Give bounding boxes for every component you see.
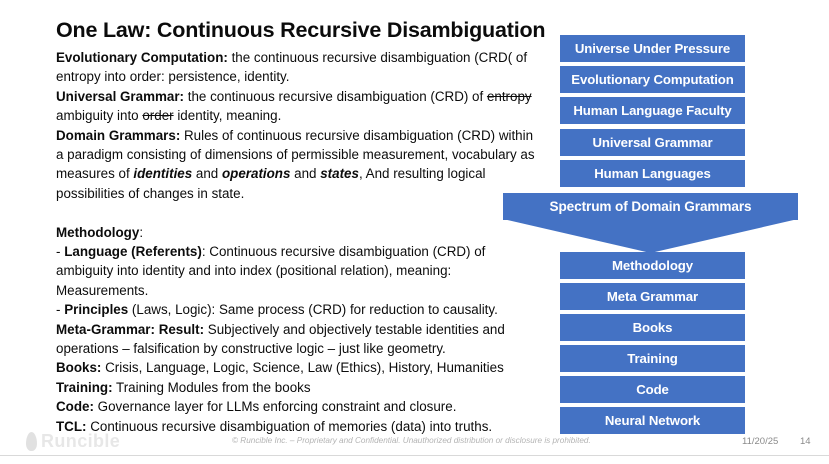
lead-label: Universal Grammar: (56, 88, 185, 104)
flow-box-training[interactable]: Training (560, 345, 745, 372)
struck-word-entropy: entropy (486, 88, 532, 104)
runcible-droplet-icon (26, 431, 37, 451)
paragraph-text: ambiguity into (56, 108, 143, 124)
paragraph-text: Crisis, Language, Logic, Science, Law (E… (101, 360, 504, 376)
lead-label: Meta-Grammar: Result: (56, 321, 205, 337)
footer-page-number: 14 (800, 436, 811, 447)
flow-box-meta-grammar[interactable]: Meta Grammar (560, 283, 745, 310)
paragraph-tcl: TCL: Continuous recursive disambiguation… (56, 417, 538, 436)
lead-label: Principles (64, 302, 129, 318)
runcible-logo: Runcible (26, 430, 120, 452)
paragraph-spacer (56, 203, 538, 222)
logo-wordmark: Runcible (41, 430, 121, 451)
paragraph-text: Training Modules from the books (112, 379, 311, 395)
emphasis-identities: identities (133, 166, 193, 182)
paragraph-text: : Continuous recursive disambiguation (C… (56, 244, 486, 298)
paragraph-text: (Laws, Logic): Same process (CRD) for re… (128, 302, 498, 318)
paragraph-text: Governance layer for LLMs enforcing cons… (93, 399, 457, 415)
flow-box-human-language-faculty[interactable]: Human Language Faculty (560, 97, 745, 124)
lead-label: Books: (56, 360, 102, 376)
page-title: One Law: Continuous Recursive Disambigua… (56, 18, 546, 42)
struck-word-order: order (142, 108, 174, 124)
paragraph-language-referents: - Language (Referents): Continuous recur… (56, 242, 538, 300)
lead-label: Methodology (56, 224, 140, 240)
footer-date: 11/20/25 (742, 436, 779, 447)
lead-label: Training: (56, 379, 113, 395)
paragraph-principles: - Principles (Laws, Logic): Same process… (56, 300, 538, 319)
paragraph-text: identity, meaning. (173, 108, 282, 124)
paragraph-text: Subjectively and objectively testable id… (56, 321, 505, 357)
copyright-notice: © Runcible Inc. – Proprietary and Confid… (232, 436, 591, 445)
paragraph-text: , And resulting logical possibilities of… (56, 166, 486, 201)
lead-label: Code: (56, 399, 94, 415)
paragraph-text: the continuous recursive disambiguation … (184, 88, 487, 104)
paragraph-text: : (139, 224, 144, 240)
paragraph-training: Training: Training Modules from the book… (56, 378, 538, 397)
paragraph-books: Books: Crisis, Language, Logic, Science,… (56, 358, 538, 377)
emphasis-operations: operations (221, 166, 291, 182)
paragraph-text: and (192, 166, 222, 182)
flow-box-evolutionary-computation[interactable]: Evolutionary Computation (560, 66, 745, 93)
flow-box-human-languages[interactable]: Human Languages (560, 160, 745, 187)
emphasis-states: states (320, 166, 359, 182)
paragraph-evolutionary-computation: Evolutionary Computation: the continuous… (56, 48, 538, 87)
paragraph-text: the continuous recursive disambiguation … (56, 50, 528, 85)
paragraph-text: and (290, 166, 321, 182)
flow-box-universe-under-pressure[interactable]: Universe Under Pressure (560, 35, 745, 62)
flow-box-code[interactable]: Code (560, 376, 745, 403)
flow-box-neural-network[interactable]: Neural Network (560, 407, 745, 434)
body-text-block: Evolutionary Computation: the continuous… (56, 48, 538, 436)
flow-box-spectrum-of-domain-grammars[interactable]: Spectrum of Domain Grammars (503, 193, 798, 220)
down-arrow-icon (503, 219, 798, 253)
lead-label: TCL: (56, 418, 87, 434)
paragraph-universal-grammar: Universal Grammar: the continuous recurs… (56, 87, 538, 126)
bullet-dash: - (56, 244, 65, 260)
flow-box-universal-grammar[interactable]: Universal Grammar (560, 129, 745, 156)
paragraph-domain-grammars: Domain Grammars: Rules of continuous rec… (56, 126, 538, 204)
flow-box-books[interactable]: Books (560, 314, 745, 341)
paragraph-text: Rules of continuous recursive disambigua… (56, 127, 535, 182)
paragraph-methodology-heading: Methodology: (56, 223, 538, 242)
lead-label: Domain Grammars: (56, 127, 181, 143)
lead-label: Language (Referents) (64, 244, 202, 260)
paragraph-text: Continuous recursive disambiguation of m… (86, 418, 493, 434)
flow-box-methodology[interactable]: Methodology (560, 252, 745, 279)
lead-label: Evolutionary Computation: (56, 50, 228, 65)
bullet-dash: - (56, 302, 65, 318)
footer-divider (0, 455, 829, 456)
paragraph-meta-grammar: Meta-Grammar: Result: Subjectively and o… (56, 320, 538, 359)
paragraph-code: Code: Governance layer for LLMs enforcin… (56, 397, 538, 416)
